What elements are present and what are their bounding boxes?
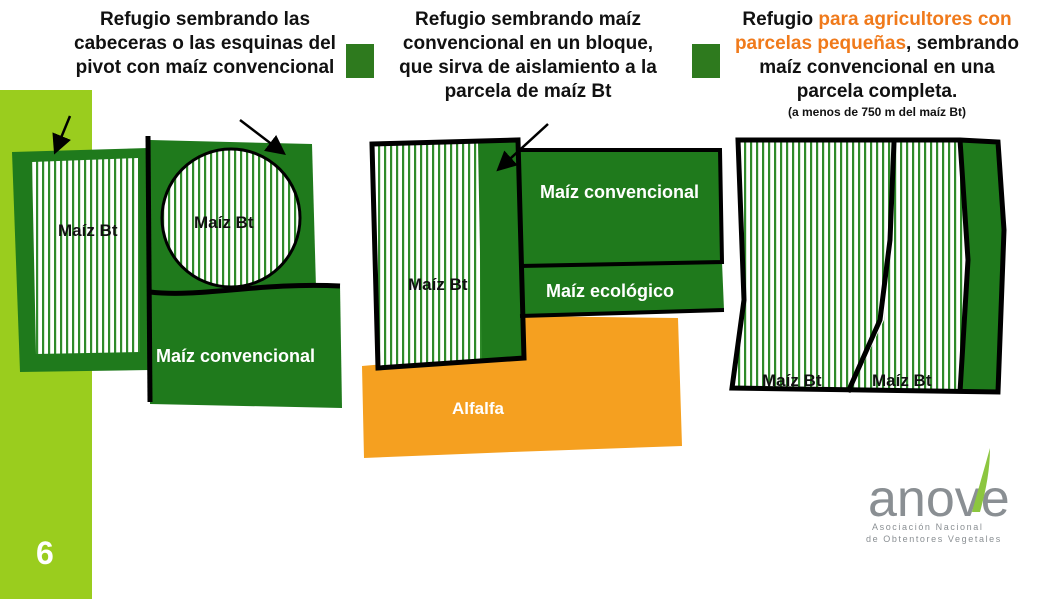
mid-bt-outline [369, 137, 527, 371]
heading-middle-line: parcela de maíz Bt [444, 81, 612, 102]
heading-left-line: cabeceras o las esquinas del [74, 33, 336, 54]
heading-left: Refugio sembrando las cabeceras o las es… [60, 8, 350, 80]
right-bt-parcel-2 [850, 140, 968, 392]
heading-left-line: pivot con maíz convencional [75, 57, 335, 78]
arrow-icon [496, 123, 549, 172]
heading-right-line: maíz convencional en una [759, 57, 995, 78]
heading-right-prefix: Refugio [742, 9, 819, 30]
heading-right-rest: , sembrando [906, 33, 1020, 54]
label-left-bt-circle: Maíz Bt [194, 213, 254, 232]
label-left-conventional: Maíz convencional [156, 346, 315, 366]
right-divider-2 [957, 139, 971, 393]
heading-right-line: parcelas pequeñas, sembrando [722, 32, 1032, 56]
label-mid-alfalfa: Alfalfa [452, 399, 505, 418]
heading-middle-line: convencional en un bloque, [402, 33, 654, 54]
heading-middle-line: que sirva de aislamiento a la [399, 57, 657, 78]
heading-right-line: Refugio para agricultores con [722, 8, 1032, 32]
arrow-icon [239, 119, 286, 156]
logo-subtitle-1: Asociación Nacional [872, 522, 983, 532]
right-divider-1 [845, 141, 897, 394]
right-refuge-parcel [960, 140, 1004, 392]
label-left-bt-strip: Maíz Bt [58, 221, 118, 240]
left-divider-horizontal [149, 282, 341, 296]
separator-swatch [692, 44, 720, 78]
right-bt-parcel-1 [732, 140, 894, 392]
mid-refuge-strip [478, 140, 524, 362]
heading-right-highlight: parcelas pequeñas [734, 33, 907, 54]
arrow-icon [52, 115, 72, 155]
leaf-icon [972, 448, 990, 512]
mid-conventional-field [520, 150, 722, 266]
sidebar-top-cutout [0, 0, 92, 90]
right-diagram: Maíz Bt Maíz Bt [729, 137, 1007, 395]
mid-ecologico-field [520, 262, 724, 316]
heading-right-highlight: para agricultores con [818, 9, 1012, 30]
left-diagram: Maíz Bt Maíz Bt Maíz convencional [12, 115, 342, 408]
heading-right-line: parcela completa. [796, 81, 958, 102]
right-outline [729, 137, 1007, 395]
label-right-bt-1: Maíz Bt [762, 371, 822, 390]
mid-ecologico-divider [519, 308, 725, 318]
slide-number: 6 [36, 535, 54, 571]
middle-diagram: Maíz convencional Maíz Bt Maíz ecológico… [362, 123, 725, 458]
heading-middle: Refugio sembrando maíz convencional en u… [378, 8, 678, 104]
anove-logo: anove Asociación Nacional de Obtentores … [866, 448, 1010, 544]
heading-right: Refugio para agricultores con parcelas p… [722, 8, 1032, 120]
logo-wordmark: anove [868, 470, 1010, 528]
left-divider-vertical [145, 135, 153, 403]
mid-conventional-outline [519, 148, 725, 268]
left-bt-strip [32, 158, 140, 354]
heading-right-note: (a menos de 750 m del maíz Bt) [787, 105, 967, 119]
label-mid-bt: Maíz Bt [408, 275, 468, 294]
label-mid-ecologico: Maíz ecológico [546, 281, 674, 301]
label-right-bt-2: Maíz Bt [872, 371, 932, 390]
label-mid-conventional: Maíz convencional [540, 182, 699, 202]
logo-subtitle-2: de Obtentores Vegetales [866, 534, 1002, 544]
separator-swatch [346, 44, 374, 78]
mid-alfalfa-field [362, 316, 682, 458]
left-bt-circle [160, 147, 302, 289]
heading-left-line: Refugio sembrando las [99, 9, 311, 30]
left-conventional-field [150, 284, 342, 408]
heading-middle-line: Refugio sembrando maíz [415, 9, 641, 30]
